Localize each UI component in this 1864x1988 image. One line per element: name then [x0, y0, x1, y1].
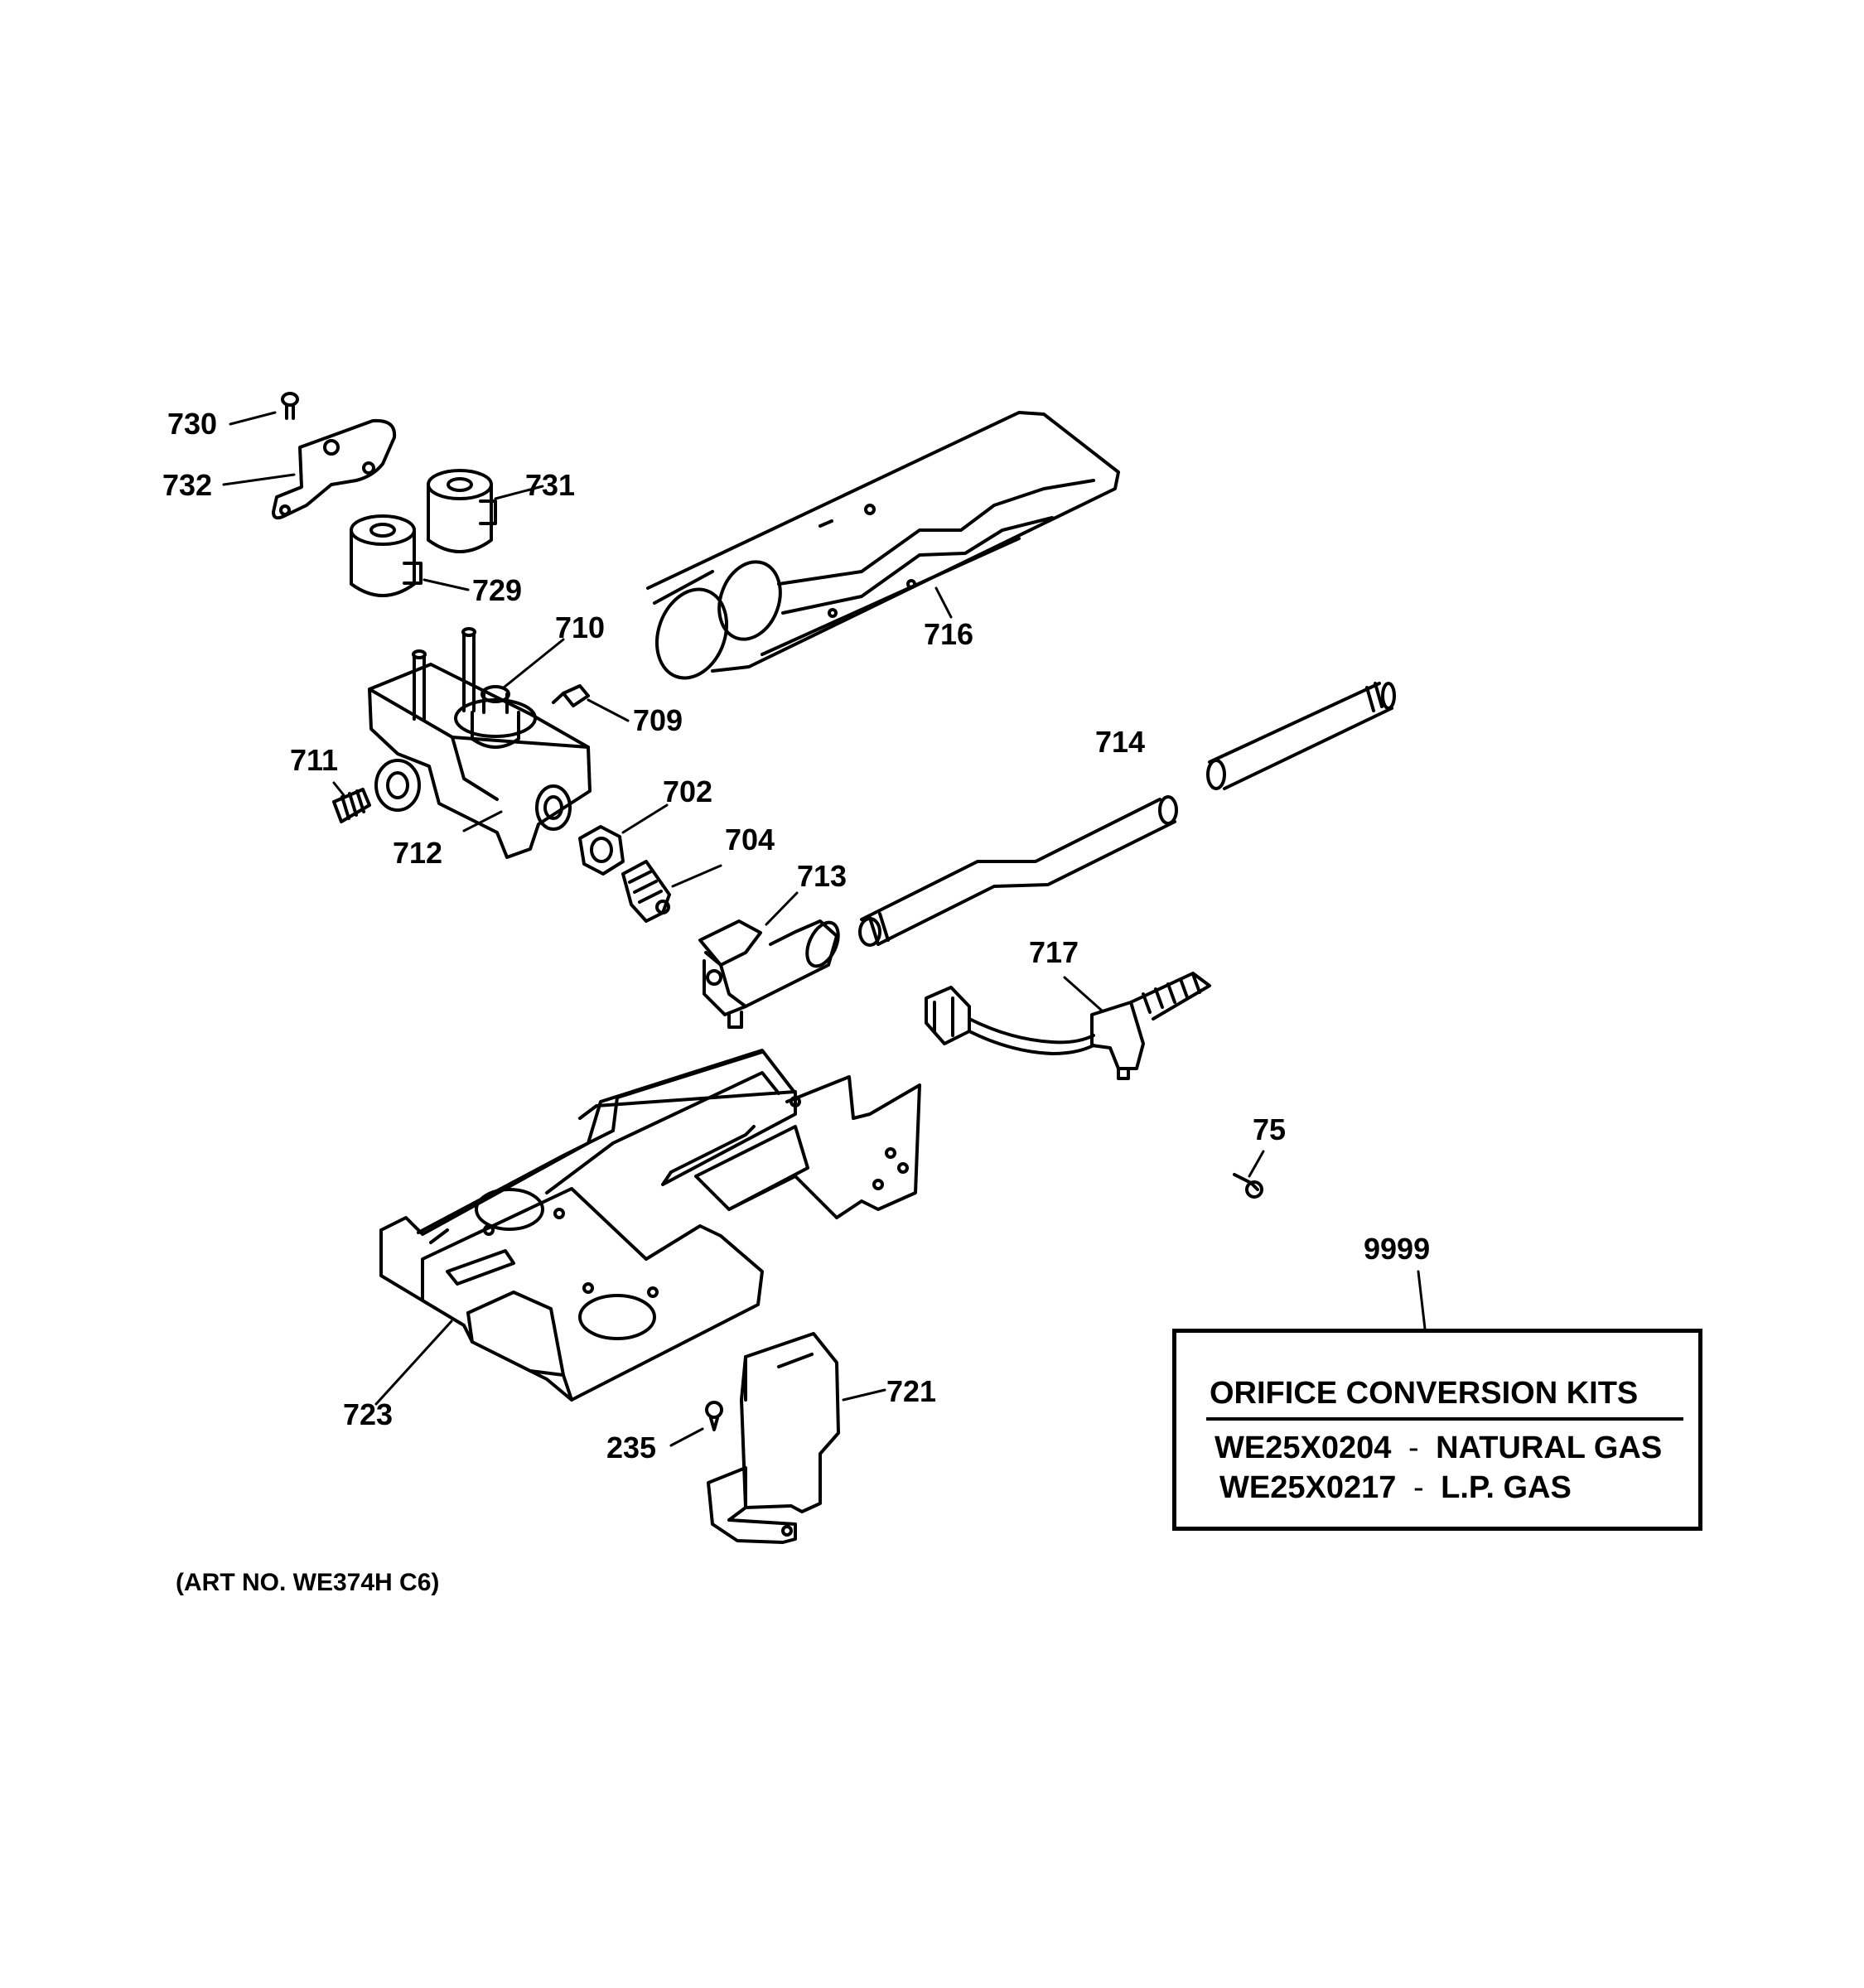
kit-part-number: WE25X0217	[1219, 1470, 1397, 1505]
igniter-717-drawing	[925, 972, 1211, 1080]
orifice-709-drawing	[552, 684, 590, 707]
screw-730-drawing	[281, 392, 299, 420]
elbow-713-drawing	[698, 919, 840, 1029]
callout-9999: 9999	[1364, 1232, 1431, 1266]
leader-lines	[222, 411, 1427, 1447]
callout-716: 716	[924, 617, 974, 651]
nut-702-drawing	[578, 825, 625, 876]
art-number: (ART NO. WE374H C6)	[176, 1569, 440, 1596]
coil-731-drawing	[427, 469, 497, 553]
coil-729-drawing	[350, 514, 423, 597]
kit-description: NATURAL GAS	[1436, 1431, 1663, 1465]
burner-716-drawing	[646, 411, 1120, 680]
callout-712: 712	[393, 836, 443, 870]
kit-part-number: WE25X0204	[1214, 1431, 1392, 1465]
kit-box-title: ORIFICE CONVERSION KITS	[1210, 1376, 1639, 1411]
callout-713: 713	[797, 859, 847, 893]
kit-separator: -	[1412, 1470, 1424, 1505]
callout-235: 235	[606, 1431, 657, 1464]
tube-714-drawing	[858, 682, 1396, 947]
orifice-kits-box: ORIFICE CONVERSION KITS WE25X0204 - NATU…	[1172, 1329, 1702, 1531]
kit-row-natural-gas: WE25X0204 - NATURAL GAS	[1214, 1431, 1662, 1466]
callout-723: 723	[343, 1397, 394, 1431]
valve-712-drawing	[368, 627, 592, 859]
plug-711-drawing	[332, 788, 371, 823]
kit-row-lp-gas: WE25X0217 - L.P. GAS	[1219, 1470, 1572, 1506]
callout-717: 717	[1029, 935, 1079, 969]
callout-714: 714	[1095, 725, 1146, 759]
callout-731: 731	[525, 468, 576, 502]
callout-702: 702	[663, 774, 713, 808]
shield-721-drawing	[707, 1332, 840, 1544]
bracket-732-drawing	[272, 418, 397, 520]
kit-description: L.P. GAS	[1441, 1470, 1572, 1505]
fitting-704-drawing	[621, 860, 671, 923]
screw-235-drawing	[705, 1401, 723, 1431]
screw-75-drawing	[1233, 1173, 1263, 1199]
callout-730: 730	[167, 407, 218, 441]
callout-711: 711	[290, 743, 339, 777]
callout-709: 709	[633, 703, 683, 737]
callout-729: 729	[472, 573, 523, 607]
kit-separator: -	[1408, 1431, 1419, 1465]
tray-723-drawing	[379, 1049, 921, 1402]
callout-704: 704	[725, 823, 775, 856]
callout-732: 732	[162, 468, 213, 502]
callout-75: 75	[1253, 1112, 1287, 1146]
callout-721: 721	[886, 1374, 937, 1408]
kit-box-divider	[1206, 1417, 1683, 1421]
callout-710: 710	[555, 610, 606, 644]
